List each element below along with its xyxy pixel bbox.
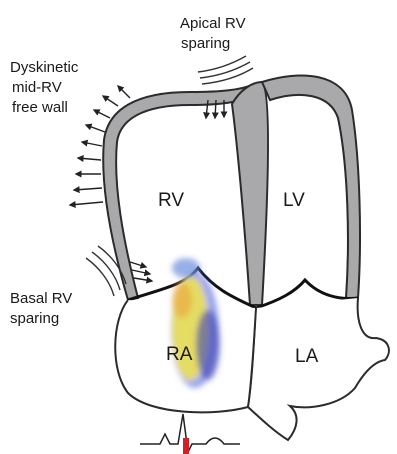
rv-label: RV (158, 190, 184, 211)
lv-label: LV (283, 190, 305, 211)
ecg-marker (183, 438, 189, 454)
dyskinetic-arrows (70, 86, 130, 205)
dyskinetic-label-line3: free wall (12, 99, 68, 116)
basal-label-line1: Basal RV (10, 290, 72, 307)
ventricle-walls (103, 75, 360, 305)
left-atrium (248, 298, 389, 440)
lv-free-wall (262, 75, 360, 298)
regurgitation-jet (171, 258, 220, 388)
la-label: LA (295, 346, 319, 367)
ecg-trace (140, 414, 240, 454)
basal-label-line2: sparing (10, 310, 59, 327)
septum (232, 82, 268, 305)
ra-label: RA (166, 344, 193, 365)
apical-sparing-marks (198, 56, 253, 84)
lv-cavity-outline (270, 95, 348, 298)
dyskinetic-label-line1: Dyskinetic (10, 59, 79, 76)
dyskinetic-label-line2: mid-RV (12, 79, 62, 96)
atria (115, 298, 389, 440)
apical-label-line2: sparing (181, 35, 230, 52)
apical-label-line1: Apical RV (180, 15, 246, 32)
